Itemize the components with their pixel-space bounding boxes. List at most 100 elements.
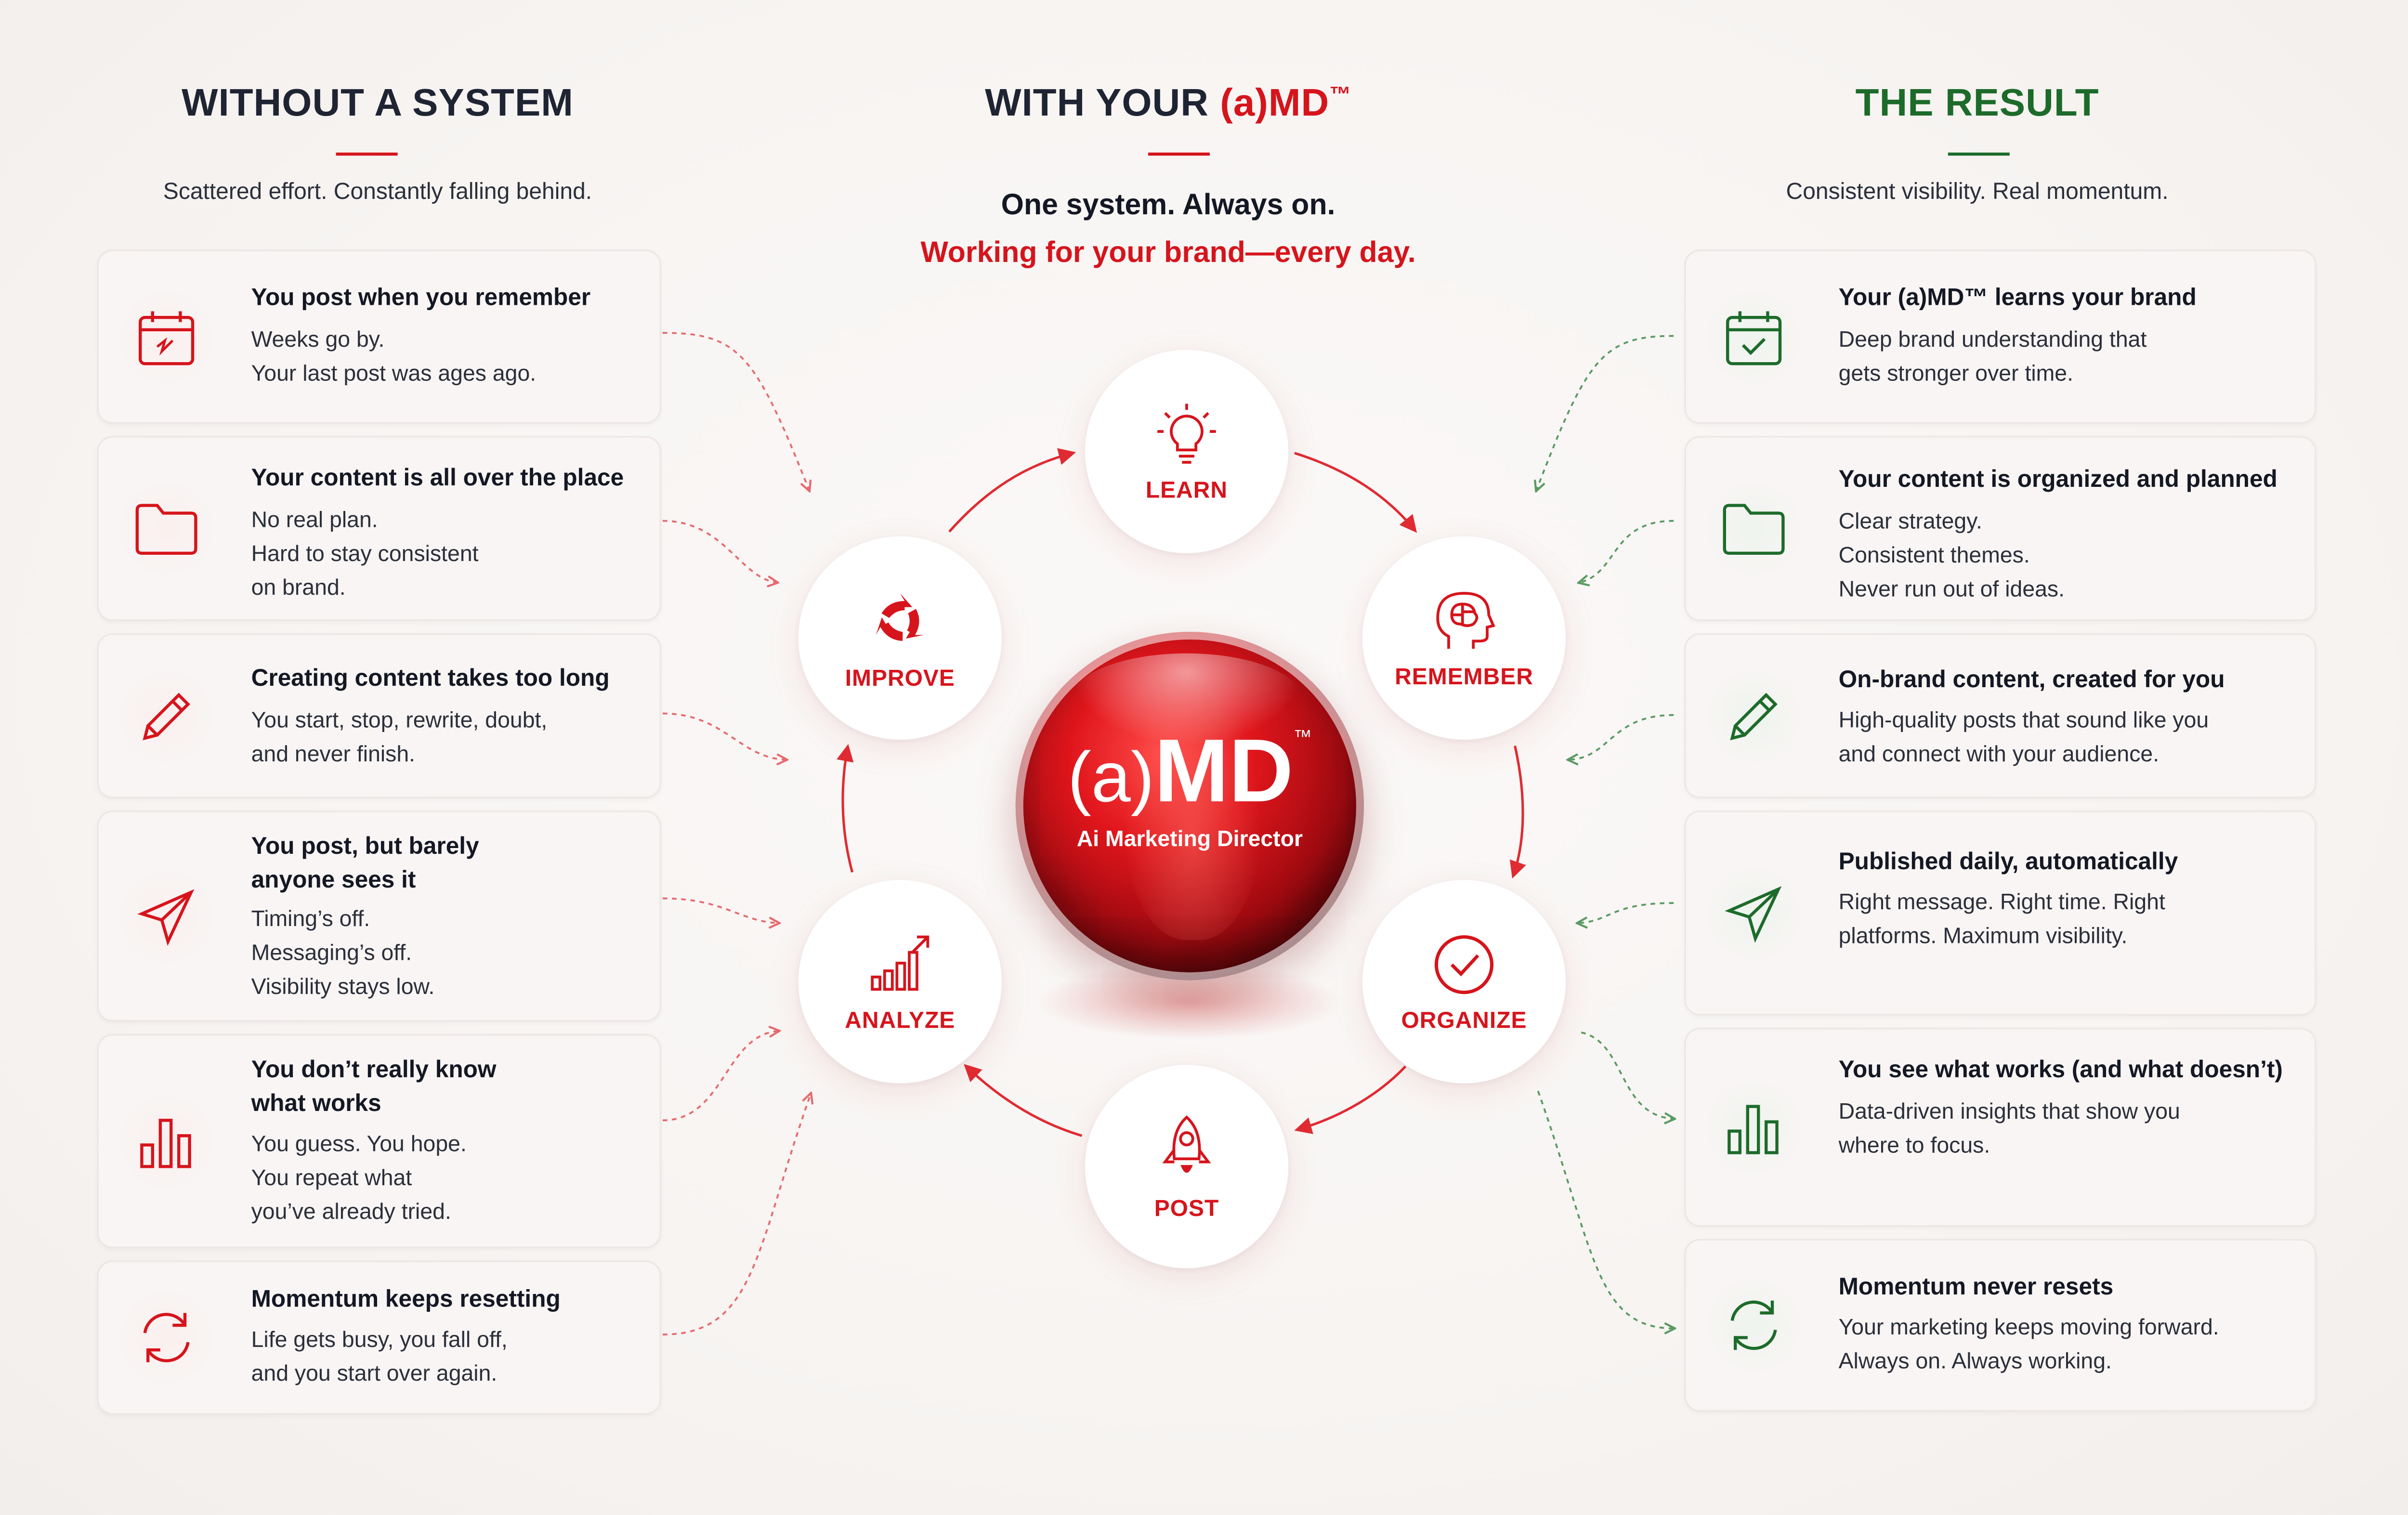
left-card-2-line-2: Hard to stay consistent [251, 542, 479, 567]
cycle-arrow-learn-remember [1294, 452, 1417, 533]
pencil-icon [143, 692, 190, 740]
brain-head-icon [1436, 591, 1495, 648]
lightbulb-icon [1157, 403, 1216, 463]
refresh-icon [1730, 1300, 1777, 1350]
right-card-5-line-2: where to focus. [1838, 1134, 1990, 1159]
right-card-4-body: Right message. Right time. Right platfor… [1839, 886, 2303, 954]
right-card-6: Momentum never resets Your marketing kee… [1684, 1239, 2316, 1412]
orb-logo-tm: ™ [1293, 726, 1312, 747]
left-column-title: WITHOUT A SYSTEM [182, 81, 574, 125]
right-card-4-title: Published daily, automatically [1838, 849, 2178, 875]
right-card-3: On-brand content, created for you High-q… [1684, 633, 2316, 798]
right-column-subtitle: Consistent visibility. Real momentum. [1786, 179, 2169, 205]
left-card-1-line-2: Your last post was ages ago. [251, 362, 537, 387]
orb-logo: (a)MD™ [1016, 727, 1364, 817]
right-card-2-body: Clear strategy. Consistent themes. Never… [1839, 506, 2303, 607]
paper-plane-icon [1725, 885, 1782, 942]
right-card-4: Published daily, automatically Right mes… [1684, 810, 2316, 1016]
right-card-6-title: Momentum never resets [1838, 1274, 2114, 1301]
cycle-arrow-analyze-improve [837, 744, 854, 873]
right-card-3-line-1: High-quality posts that sound like you [1838, 709, 2209, 734]
calendar-check-icon [1726, 310, 1782, 365]
left-title-underline [336, 152, 398, 156]
left-connector-2 [662, 520, 777, 583]
node-improve-label: IMPROVE [845, 665, 955, 692]
left-card-5-body: You guess. You hope. You repeat what you… [251, 1128, 647, 1229]
left-card-4: You post, but barely anyone sees it Timi… [97, 810, 661, 1022]
right-card-2-icon-wrap [1707, 482, 1800, 575]
center-tagline-2: Working for your brand—every day. [920, 237, 1416, 270]
cycle-arrow-improve-learn [948, 448, 1076, 533]
right-connector-1 [1536, 335, 1674, 490]
right-card-1-title: Your (a)MD™ learns your brand [1838, 285, 2197, 312]
node-learn-label: LEARN [1145, 477, 1228, 503]
folder-icon [135, 504, 197, 555]
left-card-6-icon-wrap [120, 1291, 213, 1384]
left-card-1-line-1: Weeks go by. [251, 328, 385, 353]
right-card-2: Your content is organized and planned Cl… [1684, 436, 2316, 621]
right-card-4-line-2: platforms. Maximum visibility. [1838, 925, 2128, 950]
center-title-prefix: WITH YOUR [985, 81, 1220, 125]
left-card-4-title: You post, but barely anyone sees it [251, 834, 479, 894]
left-card-6-line-2: and you start over again. [251, 1362, 497, 1387]
left-card-5: You don’t really know what works You gue… [97, 1034, 661, 1248]
left-card-6-title: Momentum keeps resetting [251, 1287, 561, 1313]
left-card-2-title: Your content is all over the place [251, 465, 624, 492]
calendar-icon [139, 310, 195, 365]
left-card-5-line-1: You guess. You hope. [251, 1133, 467, 1158]
left-card-2-line-1: No real plan. [251, 509, 378, 534]
right-card-3-body: High-quality posts that sound like you a… [1839, 704, 2303, 772]
cycle-arrow-remember-organize [1509, 745, 1526, 879]
left-card-3-title: Creating content takes too long [251, 666, 610, 692]
right-card-5-icon-wrap [1707, 1081, 1800, 1174]
left-connector-4 [662, 897, 778, 923]
center-title-underline [1148, 152, 1210, 156]
right-card-3-title: On-brand content, created for you [1838, 667, 2225, 693]
right-card-1-body: Deep brand understanding that gets stron… [1839, 324, 2303, 392]
growth-chart-icon [871, 935, 929, 990]
right-connector-2 [1580, 520, 1674, 583]
left-card-2: Your content is all over the place No re… [97, 436, 661, 621]
right-connector-4 [1578, 902, 1674, 923]
left-card-6-body: Life gets busy, you fall off, and you st… [251, 1324, 647, 1392]
cycle-arrow-post-analyze [964, 1064, 1083, 1137]
left-card-2-icon-wrap [120, 482, 213, 575]
orb-highlight [1071, 653, 1302, 746]
node-remember-label: REMEMBER [1395, 663, 1533, 690]
folder-icon [1723, 504, 1785, 555]
center-title-tm: ™ [1329, 81, 1352, 106]
left-card-3-body: You start, stop, rewrite, doubt, and nev… [251, 704, 647, 772]
left-card-1-title: You post when you remember [251, 285, 591, 312]
left-card-2-body: No real plan. Hard to stay consistent on… [251, 504, 647, 605]
right-card-1-line-1: Deep brand understanding that [1838, 328, 2147, 353]
left-card-4-line-3: Visibility stays low. [251, 975, 435, 1000]
right-card-4-icon-wrap [1707, 867, 1800, 959]
refresh-icon [143, 1313, 190, 1362]
left-card-6-line-1: Life gets busy, you fall off, [251, 1328, 508, 1353]
node-analyze-label: ANALYZE [845, 1007, 955, 1033]
pencil-icon [1730, 692, 1778, 740]
orb-caption: Ai Marketing Director [1076, 827, 1303, 852]
left-card-4-line-1: Timing’s off. [251, 907, 370, 932]
right-card-5-body: Data-driven insights that show you where… [1839, 1096, 2303, 1163]
node-remember: REMEMBER [1362, 536, 1566, 740]
right-column-title: THE RESULT [1855, 81, 2099, 125]
left-connector-1 [662, 332, 809, 490]
right-card-3-line-2: and connect with your audience. [1838, 743, 2159, 768]
orb-logo-prefix: (a) [1067, 736, 1154, 817]
left-card-4-icon-wrap [120, 870, 213, 963]
right-card-3-icon-wrap [1707, 669, 1800, 762]
center-tagline-1: One system. Always on. [1001, 189, 1335, 222]
right-title-underline [1948, 152, 2010, 156]
left-card-4-line-2: Messaging’s off. [251, 941, 412, 966]
bar-chart-icon [140, 1118, 191, 1168]
left-connector-5 [662, 1031, 778, 1122]
left-card-3-line-2: and never finish. [251, 743, 416, 768]
check-circle-icon [1434, 934, 1494, 993]
left-card-1: You post when you remember Weeks go by. … [97, 249, 661, 424]
right-card-6-icon-wrap [1707, 1279, 1800, 1371]
right-card-1-icon-wrap [1707, 290, 1800, 383]
left-card-5-title: You don’t really know what works [251, 1057, 497, 1117]
right-card-6-body: Your marketing keeps moving forward. Alw… [1839, 1311, 2303, 1379]
